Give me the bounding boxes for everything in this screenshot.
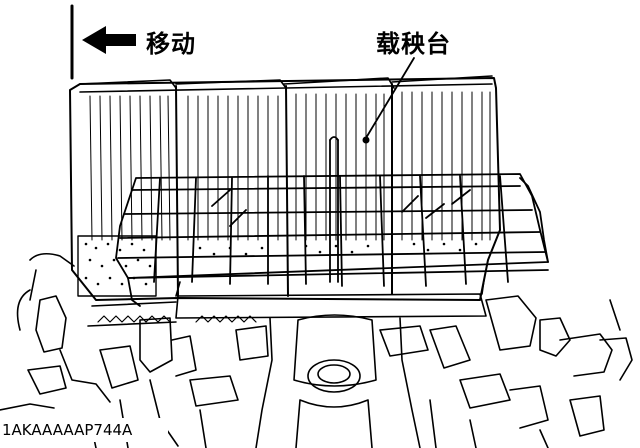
wire-guard-rack [115, 136, 549, 307]
seedling-tray-label: 载秧台 [376, 30, 451, 58]
figure-code-label: 1AKAAAAAP744A [2, 421, 133, 439]
tray-leader-line [365, 57, 415, 139]
move-direction-label: 移动 [146, 30, 196, 58]
left-arrow-icon [82, 26, 136, 54]
seedling-tray [69, 75, 501, 323]
